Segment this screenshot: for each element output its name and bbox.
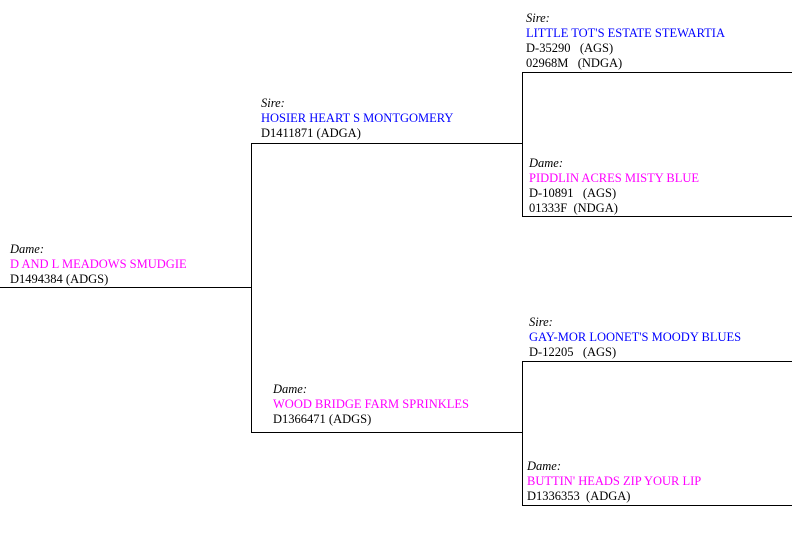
animal-name: LITTLE TOT'S ESTATE STEWARTIA [526,26,725,40]
sire-bracket [522,72,523,217]
registration: D-35290 (AGS) [526,41,614,55]
dam-bracket [522,361,523,506]
dam-sire-line [522,361,792,362]
role-label: Dame: [529,156,564,170]
dam-dam-line [522,505,792,506]
registration: 02968M (NDGA) [526,56,623,70]
registration: D1336353 (ADGA) [527,489,631,503]
animal-name: BUTTIN' HEADS ZIP YOUR LIP [527,474,702,488]
sire-line [251,143,523,144]
gen1-bracket [251,143,252,433]
registration: D1366471 (ADGS) [273,412,372,426]
role-label: Sire: [261,96,285,110]
registration: D-12205 (AGS) [529,345,617,359]
registration: D1411871 (ADGA) [261,126,361,140]
role-label: Dame: [527,459,562,473]
animal-name: GAY-MOR LOONET'S MOODY BLUES [529,330,742,344]
role-label: Dame: [273,382,308,396]
role-label: Sire: [526,11,550,25]
animal-name: HOSIER HEART S MONTGOMERY [261,111,454,125]
role-label: Dame: [10,242,45,256]
animal-name: PIDDLIN ACRES MISTY BLUE [529,171,700,185]
sire-dam-line [522,216,792,217]
sire-sire-line [522,72,792,73]
dam-line [251,432,523,433]
registration: D-10891 (AGS) [529,186,617,200]
registration: D1494384 (ADGS) [10,272,109,286]
animal-name: D AND L MEADOWS SMUDGIE [10,257,187,271]
subject-line [0,287,252,288]
animal-name: WOOD BRIDGE FARM SPRINKLES [273,397,469,411]
registration: 01333F (NDGA) [529,201,618,215]
role-label: Sire: [529,315,553,329]
